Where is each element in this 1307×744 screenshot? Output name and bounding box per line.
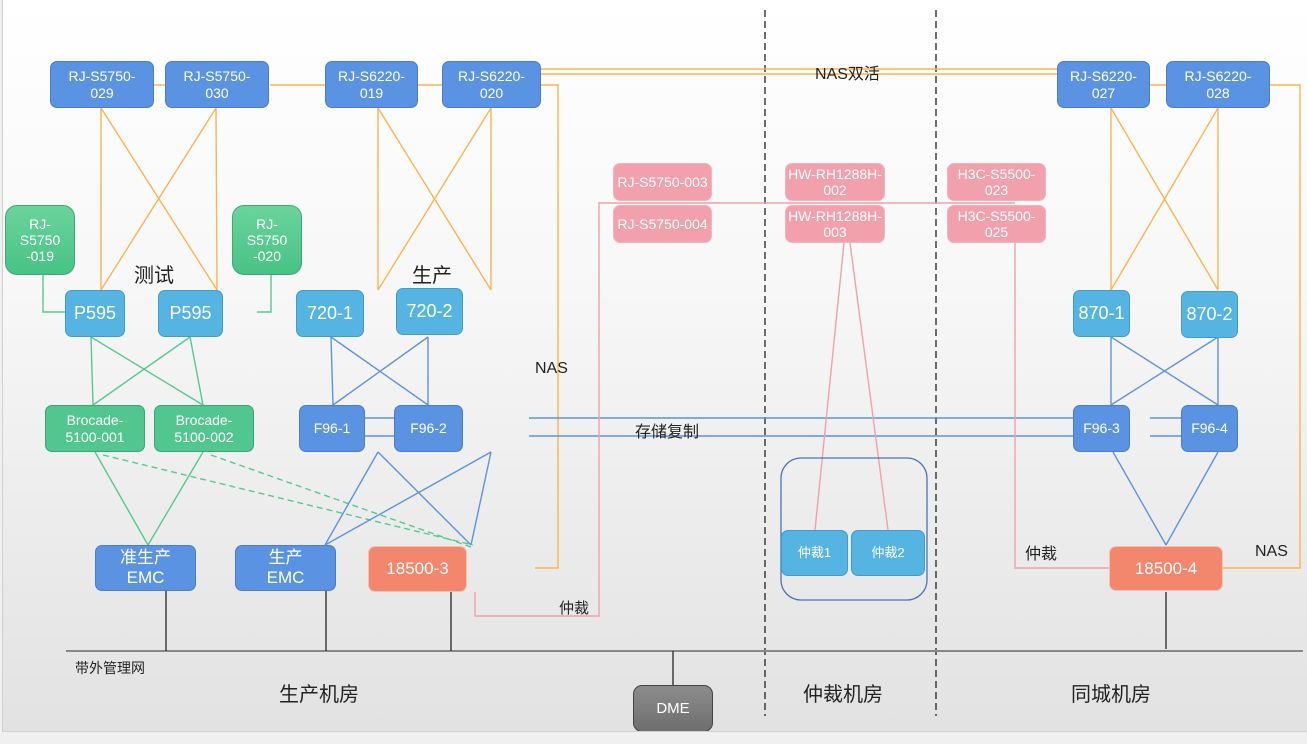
link-arb-left xyxy=(474,202,1015,617)
node-rj-s5750-004[interactable]: RJ-S5750-004 xyxy=(613,205,712,243)
node-870-1[interactable]: 870-1 xyxy=(1073,290,1130,337)
node-rj-s5750-030[interactable]: RJ-S5750- 030 xyxy=(165,61,269,108)
arbitration-links xyxy=(474,202,1109,617)
link-arb-right xyxy=(1014,243,1109,569)
node-h3c-s5500-025[interactable]: H3C-S5500- 025 xyxy=(947,205,1046,243)
node-rj-s5750-020[interactable]: RJ- S5750 -020 xyxy=(232,205,302,275)
link-p595a-brc2 xyxy=(90,336,204,406)
link-hw003-arbiter2 xyxy=(849,242,889,531)
node-hw-rh1288h-002[interactable]: HW-RH1288H- 002 xyxy=(785,163,885,201)
node-brocade-5100-001[interactable]: Brocade- 5100-001 xyxy=(45,405,145,452)
link-720a-f96-1 xyxy=(330,336,334,406)
node-emc-prod[interactable]: 生产 EMC xyxy=(235,545,336,591)
node-18500-3[interactable]: 18500-3 xyxy=(368,546,467,592)
link-brc2-emc xyxy=(147,451,204,546)
node-rj-s6220-019[interactable]: RJ-S6220- 019 xyxy=(325,61,418,108)
node-p595-1[interactable]: P595 xyxy=(65,290,125,337)
label-arbitration-left: 仲裁 xyxy=(559,600,590,617)
node-hw-rh1288h-003[interactable]: HW-RH1288H- 003 xyxy=(785,205,885,243)
label-oob-network: 带外管理网 xyxy=(75,660,145,676)
zone-label-dr-room: 同城机房 xyxy=(1071,684,1151,706)
link-f96-3-18500-4 xyxy=(1112,451,1167,546)
node-dme[interactable]: DME xyxy=(633,685,713,731)
zone-label-prod-room: 生产机房 xyxy=(279,684,359,706)
link-720b-f96-1 xyxy=(332,336,429,406)
node-rj-s5750-003[interactable]: RJ-S5750-003 xyxy=(613,163,712,201)
node-rj-s6220-027[interactable]: RJ-S6220- 027 xyxy=(1057,61,1150,108)
green-links xyxy=(42,275,474,548)
arbiter-group-box xyxy=(780,457,928,601)
label-nas-active-active: NAS双活 xyxy=(815,66,880,83)
node-870-2[interactable]: 870-2 xyxy=(1181,291,1238,338)
link-f96-4-18500-4 xyxy=(1165,451,1219,546)
node-720-2[interactable]: 720-2 xyxy=(396,288,463,335)
link-brc1-18500-3-dashed xyxy=(102,454,474,546)
link-f96-2-18500-3 xyxy=(470,451,492,546)
link-f96-1-18500-3 xyxy=(377,451,472,546)
link-p595a-brc1 xyxy=(90,336,94,406)
node-emc-preprod[interactable]: 准生产 EMC xyxy=(95,545,196,591)
node-arbiter-2[interactable]: 仲裁2 xyxy=(851,530,925,576)
link-f96-1-emc xyxy=(324,451,379,546)
link-030-p595a xyxy=(100,107,217,291)
label-nas-left: NAS xyxy=(535,360,568,377)
node-arbiter-1[interactable]: 仲裁1 xyxy=(781,530,848,576)
node-rj-s6220-028[interactable]: RJ-S6220- 028 xyxy=(1166,61,1270,108)
link-030-p595b xyxy=(215,107,218,291)
node-p595-2[interactable]: P595 xyxy=(158,290,223,337)
connections-layer xyxy=(42,10,1303,716)
node-720-1[interactable]: 720-1 xyxy=(296,290,364,337)
link-5750-020-p595 xyxy=(257,275,272,313)
node-f96-2[interactable]: F96-2 xyxy=(394,405,463,452)
zone-label-arb-room: 仲裁机房 xyxy=(803,684,883,706)
fc-links xyxy=(324,336,1219,546)
label-arbitration-right: 仲裁 xyxy=(1025,546,1058,563)
node-brocade-5100-002[interactable]: Brocade- 5100-002 xyxy=(154,405,254,452)
node-18500-4[interactable]: 18500-4 xyxy=(1109,546,1223,591)
label-nas-right: NAS xyxy=(1255,543,1288,560)
node-rj-s5750-019[interactable]: RJ- S5750 -019 xyxy=(5,205,75,275)
node-rj-s5750-029[interactable]: RJ-S5750- 029 xyxy=(50,61,154,108)
link-870b-f96-3 xyxy=(1110,336,1219,406)
link-5750-019-p595 xyxy=(42,275,65,313)
link-020-720a xyxy=(377,107,492,291)
nas-links xyxy=(100,68,1301,569)
link-f96-2-emc xyxy=(324,451,492,546)
link-brc2-18500-3-dashed xyxy=(210,454,472,548)
link-nas-right xyxy=(1223,84,1301,569)
link-brc1-emc xyxy=(94,451,149,546)
label-prod-group: 生产 xyxy=(412,265,452,287)
node-f96-1[interactable]: F96-1 xyxy=(299,405,365,452)
node-f96-4[interactable]: F96-4 xyxy=(1181,405,1238,452)
label-storage-replication: 存储复制 xyxy=(635,424,700,441)
link-hw003-arbiter1 xyxy=(814,242,845,531)
link-p595b-brc1 xyxy=(92,336,191,406)
node-rj-s6220-020[interactable]: RJ-S6220- 020 xyxy=(442,61,541,108)
node-h3c-s5500-023[interactable]: H3C-S5500- 023 xyxy=(947,163,1046,201)
link-028-870a xyxy=(1110,107,1219,291)
link-nas-left xyxy=(535,84,559,569)
oob-links xyxy=(66,591,1303,685)
node-f96-3[interactable]: F96-3 xyxy=(1073,405,1130,452)
link-p595b-brc2 xyxy=(189,336,204,406)
label-test-group: 测试 xyxy=(134,265,174,287)
